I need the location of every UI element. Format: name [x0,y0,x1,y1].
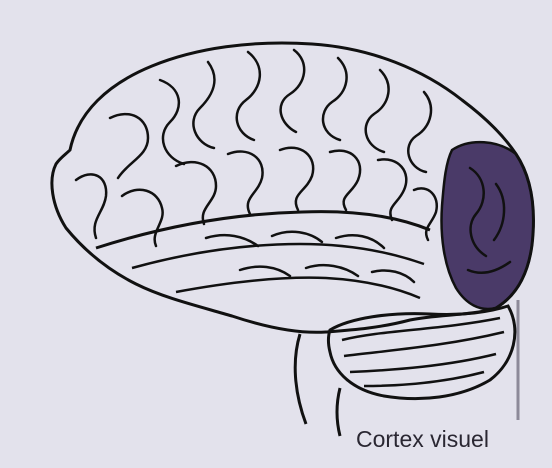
brainstem-outline [295,334,340,436]
visual-cortex-label: Cortex visuel [356,425,489,453]
